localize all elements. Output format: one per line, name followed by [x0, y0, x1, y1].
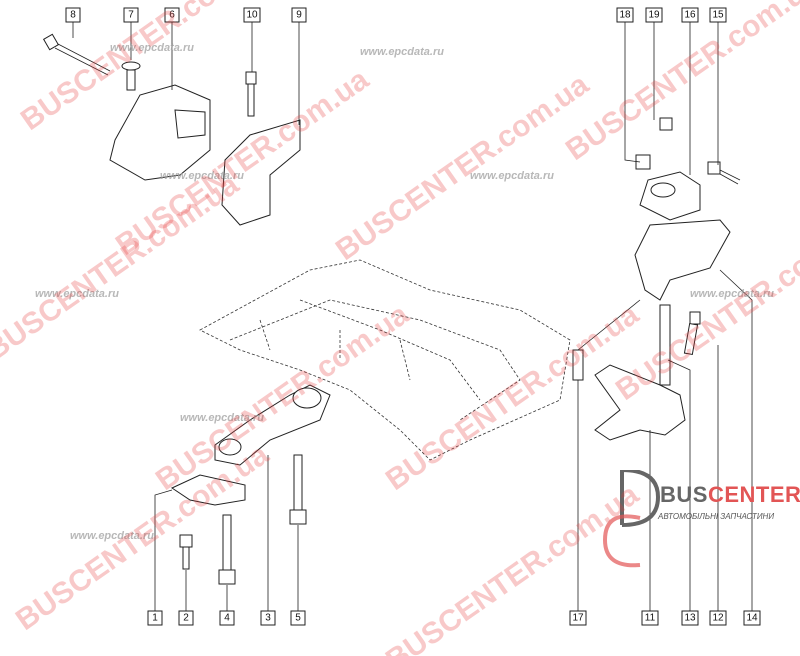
svg-text:17: 17	[572, 613, 584, 624]
callout-18: 18	[616, 7, 634, 23]
svg-text:10: 10	[246, 10, 258, 21]
callout-14: 14	[743, 610, 761, 626]
watermark-epcdata: www.epcdata.ru	[180, 412, 264, 424]
svg-text:7: 7	[128, 10, 134, 21]
callout-11: 11	[641, 610, 659, 626]
callout-4: 4	[219, 610, 235, 626]
svg-text:4: 4	[224, 613, 230, 624]
svg-text:6: 6	[169, 10, 175, 21]
svg-text:3: 3	[265, 613, 271, 624]
callout-6: 6	[164, 7, 180, 23]
watermark-epcdata: www.epcdata.ru	[35, 288, 119, 300]
part-11-bracket	[594, 364, 686, 441]
svg-text:2: 2	[183, 613, 189, 624]
watermark-epcdata: www.epcdata.ru	[690, 288, 774, 300]
callout-1: 1	[147, 610, 163, 626]
part-10-bolt	[245, 71, 257, 117]
svg-text:5: 5	[295, 613, 301, 624]
part-3-torque-rod	[214, 384, 331, 466]
callout-12: 12	[709, 610, 727, 626]
part-14-bracket	[634, 219, 731, 301]
callout-10: 10	[243, 7, 261, 23]
part-19-nut	[659, 117, 673, 131]
subframe	[199, 259, 571, 461]
callout-17: 17	[569, 610, 587, 626]
callout-19: 19	[645, 7, 663, 23]
svg-text:19: 19	[648, 10, 660, 21]
part-8-bolt	[42, 33, 111, 76]
watermark-epcdata: www.epcdata.ru	[70, 530, 154, 542]
svg-text:15: 15	[712, 10, 724, 21]
leader-lines	[72, 22, 753, 611]
callout-5: 5	[290, 610, 306, 626]
logo-subtitle: АВТОМОБІЛЬНІ ЗАПЧАСТИНИ	[658, 512, 775, 521]
svg-text:12: 12	[712, 613, 724, 624]
logo-name: BUSCENTER	[660, 482, 800, 507]
part-5-bolt	[289, 454, 307, 525]
watermark-epcdata: www.epcdata.ru	[470, 170, 554, 182]
buscenter-logo: BUSCENTER АВТОМОБІЛЬНІ ЗАПЧАСТИНИ	[600, 470, 800, 570]
callout-2: 2	[178, 610, 194, 626]
callout-13: 13	[681, 610, 699, 626]
watermark-epcdata: www.epcdata.ru	[160, 170, 244, 182]
svg-text:9: 9	[296, 10, 302, 21]
part-16-mount	[639, 171, 701, 221]
part-12-bolt	[683, 311, 701, 356]
part-15-bolt	[707, 161, 741, 185]
part-18-nut	[635, 154, 651, 170]
svg-text:14: 14	[746, 613, 758, 624]
callout-8: 8	[65, 7, 81, 23]
svg-text:18: 18	[619, 10, 631, 21]
callout-16: 16	[681, 7, 699, 23]
part-2-bolt	[179, 534, 193, 570]
part-13-stud	[659, 304, 671, 386]
callout-7: 7	[123, 7, 139, 23]
svg-text:8: 8	[70, 10, 76, 21]
part-9-bracket	[221, 119, 301, 226]
part-1-bracket	[170, 474, 246, 506]
part-7-bolt	[121, 61, 141, 91]
part-4-bolt	[218, 514, 236, 585]
part-6-engine-mount	[109, 84, 211, 181]
svg-text:1: 1	[152, 613, 158, 624]
callout-15: 15	[709, 7, 727, 23]
svg-text:13: 13	[684, 613, 696, 624]
watermark-epcdata: www.epcdata.ru	[110, 42, 194, 54]
svg-text:16: 16	[684, 10, 696, 21]
logo-bc-mark	[602, 470, 660, 568]
callout-3: 3	[260, 610, 276, 626]
watermark-epcdata: www.epcdata.ru	[360, 46, 444, 58]
svg-text:11: 11	[645, 613, 656, 624]
callout-9: 9	[291, 7, 307, 23]
